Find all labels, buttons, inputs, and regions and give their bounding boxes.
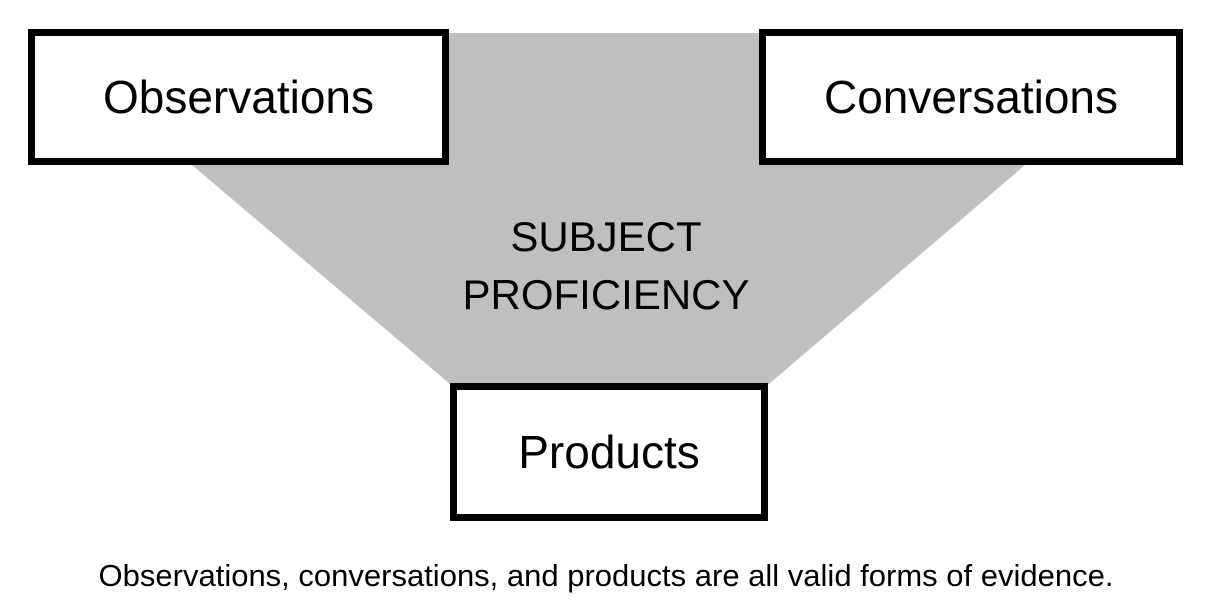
observations-label: Observations: [102, 71, 374, 123]
caption: Observations, conversations, and product…: [98, 558, 1114, 593]
observations-box: Observations: [28, 29, 449, 165]
subject-proficiency-label: SUBJECT PROFICIENCY: [400, 208, 812, 324]
conversations-label: Conversations: [823, 71, 1119, 123]
products-box: Products: [450, 383, 768, 521]
funnel-polygon: [192, 33, 1025, 384]
center-label-line1: SUBJECT: [510, 213, 702, 260]
conversations-box: Conversations: [759, 29, 1183, 165]
center-label-line2: PROFICIENCY: [462, 271, 750, 318]
products-label: Products: [518, 426, 700, 478]
